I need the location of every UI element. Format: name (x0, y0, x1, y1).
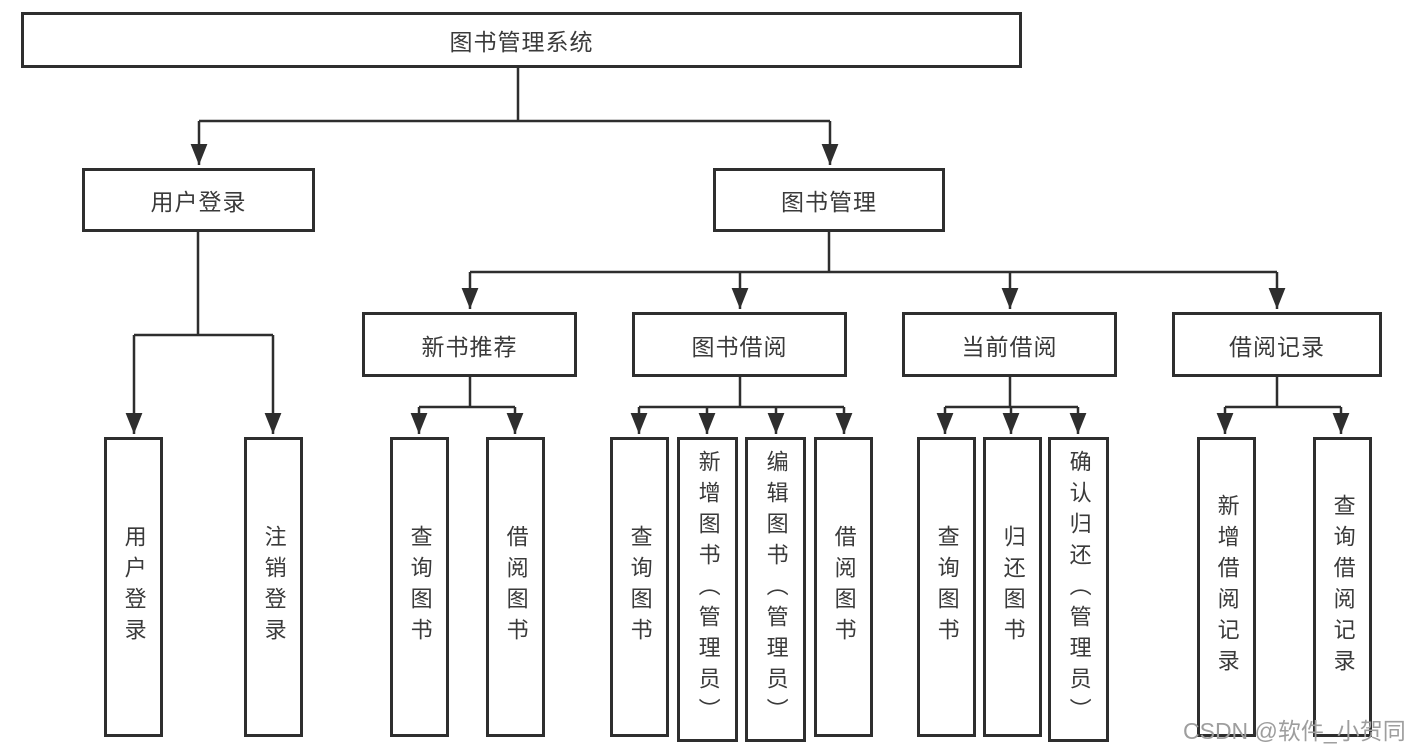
node-label: 图书借阅 (691, 333, 788, 360)
node-leaf-edit-books-admin: 编辑图书（管理员） (745, 437, 806, 742)
node-label: 查询图书 (627, 525, 653, 649)
node-book-management: 图书管理 (713, 168, 945, 232)
node-leaf-user-login: 用户登录 (104, 437, 163, 737)
node-book-borrow: 图书借阅 (632, 312, 847, 377)
node-label: 当前借阅 (961, 333, 1058, 360)
node-label: 图书管理系统 (449, 29, 594, 55)
node-label: 归还图书 (1000, 525, 1026, 649)
node-leaf-query-borrow-record: 查询借阅记录 (1313, 437, 1372, 737)
node-label: 查询图书 (934, 525, 960, 649)
node-leaf-confirm-return-admin: 确认归还（管理员） (1048, 437, 1109, 742)
node-leaf-borrow-books-recommend: 借阅图书 (486, 437, 545, 737)
node-label: 图书管理 (781, 189, 877, 215)
node-label: 查询图书 (407, 525, 433, 649)
node-label: 用户登录 (121, 525, 147, 649)
node-label: 借阅记录 (1229, 333, 1325, 360)
node-new-book-recommend: 新书推荐 (362, 312, 577, 377)
node-label: 查询借阅记录 (1330, 494, 1356, 680)
node-leaf-query-books-current: 查询图书 (917, 437, 976, 737)
node-borrow-record: 借阅记录 (1172, 312, 1382, 377)
node-leaf-borrow-books: 借阅图书 (814, 437, 873, 737)
node-label: 注销登录 (261, 525, 287, 649)
node-label: 借阅图书 (831, 525, 857, 649)
node-current-borrow: 当前借阅 (902, 312, 1117, 377)
node-leaf-add-borrow-record: 新增借阅记录 (1197, 437, 1256, 737)
node-label: 编辑图书（管理员） (763, 450, 789, 729)
node-label: 借阅图书 (503, 525, 529, 649)
node-label: 新增借阅记录 (1214, 494, 1240, 680)
node-label: 新书推荐 (421, 333, 518, 360)
node-user-login: 用户登录 (82, 168, 315, 232)
node-leaf-query-books-recommend: 查询图书 (390, 437, 449, 737)
csdn-watermark: CSDN @软件_小贺同学 (1183, 718, 1405, 744)
node-leaf-return-books: 归还图书 (983, 437, 1042, 737)
node-root-library-system: 图书管理系统 (21, 12, 1022, 68)
node-label: 确认归还（管理员） (1066, 450, 1092, 729)
node-leaf-logout: 注销登录 (244, 437, 303, 737)
node-leaf-add-books-admin: 新增图书（管理员） (677, 437, 738, 742)
node-label: 用户登录 (150, 189, 247, 215)
node-leaf-query-books-borrow: 查询图书 (610, 437, 669, 737)
node-label: 新增图书（管理员） (695, 450, 721, 729)
